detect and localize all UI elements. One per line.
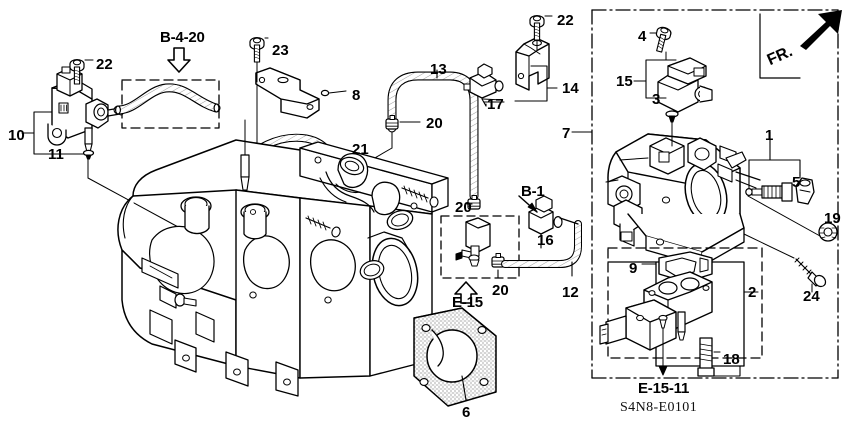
callout-19: 19 — [824, 210, 841, 227]
ref-label-b-1: B-1 — [521, 183, 545, 200]
callout-6: 6 — [462, 404, 471, 421]
callout-15: 15 — [616, 73, 633, 90]
check-valve-17 — [463, 63, 504, 99]
throttle-body-group-boundary-7 — [591, 9, 839, 379]
callout-20-c: 20 — [492, 282, 509, 299]
throttle-body — [605, 133, 761, 267]
e-15-dashed-region — [440, 215, 520, 279]
vacuum-hose-12 — [501, 220, 582, 268]
bolt-23 — [249, 36, 265, 63]
callout-12: 12 — [562, 284, 579, 301]
bolt-4 — [651, 25, 673, 54]
callout-8: 8 — [352, 87, 361, 104]
callout-7: 7 — [562, 125, 571, 142]
throttle-body-gasket-6 — [413, 307, 497, 407]
callout-9: 9 — [629, 260, 638, 277]
callout-13: 13 — [430, 61, 447, 78]
bolt-18 — [697, 337, 715, 377]
ref-label-e-15: E-15 — [452, 294, 483, 311]
fr-arrow-icon — [800, 10, 842, 50]
long-bolt-24 — [794, 257, 827, 288]
callout-10: 10 — [8, 127, 25, 144]
idle-adjust-screw-1 — [745, 182, 793, 202]
throttle-position-sensor-3-15 — [657, 57, 713, 147]
callout-3: 3 — [652, 91, 661, 108]
callout-4: 4 — [638, 28, 647, 45]
bolt-22-right — [529, 15, 545, 41]
callout-22-right: 22 — [557, 12, 574, 29]
callout-16: 16 — [537, 232, 554, 249]
ref-label-b-4-20: B-4-20 — [160, 29, 205, 46]
callout-20-b: 20 — [455, 199, 472, 216]
intake-manifold — [117, 139, 433, 397]
iat-sensor-e15 — [455, 217, 491, 267]
e-15-arrow — [454, 281, 478, 304]
callout-2: 2 — [748, 284, 757, 301]
fuel-rail-assembly — [240, 119, 449, 238]
callout-24: 24 — [803, 288, 820, 305]
ref-label-e-15-11: E-15-11 — [638, 380, 690, 397]
callout-23: 23 — [272, 42, 289, 59]
grommet-5 — [795, 177, 815, 205]
purge-control-valve-assembly — [47, 66, 125, 160]
check-valve-16 — [528, 195, 579, 235]
callout-21: 21 — [352, 141, 369, 158]
b-1-arrow — [518, 195, 538, 213]
bracket-8 — [255, 67, 330, 119]
callout-14: 14 — [562, 80, 579, 97]
bracket-14 — [515, 37, 550, 91]
vacuum-hose-b420 — [113, 83, 221, 115]
callout-1: 1 — [765, 127, 774, 144]
callout-11: 11 — [48, 146, 64, 163]
callout-5: 5 — [792, 174, 801, 191]
b-4-20-arrow — [167, 47, 191, 73]
callout-17: 17 — [487, 96, 504, 113]
callout-20-a: 20 — [426, 115, 443, 132]
iac-valve-body — [599, 271, 713, 376]
callout-22-left: 22 — [96, 56, 113, 73]
diagram-part-number: S4N8-E0101 — [620, 400, 698, 415]
callout-18: 18 — [723, 351, 740, 368]
iac-gasket-9 — [658, 251, 713, 283]
nut-19 — [818, 222, 839, 242]
